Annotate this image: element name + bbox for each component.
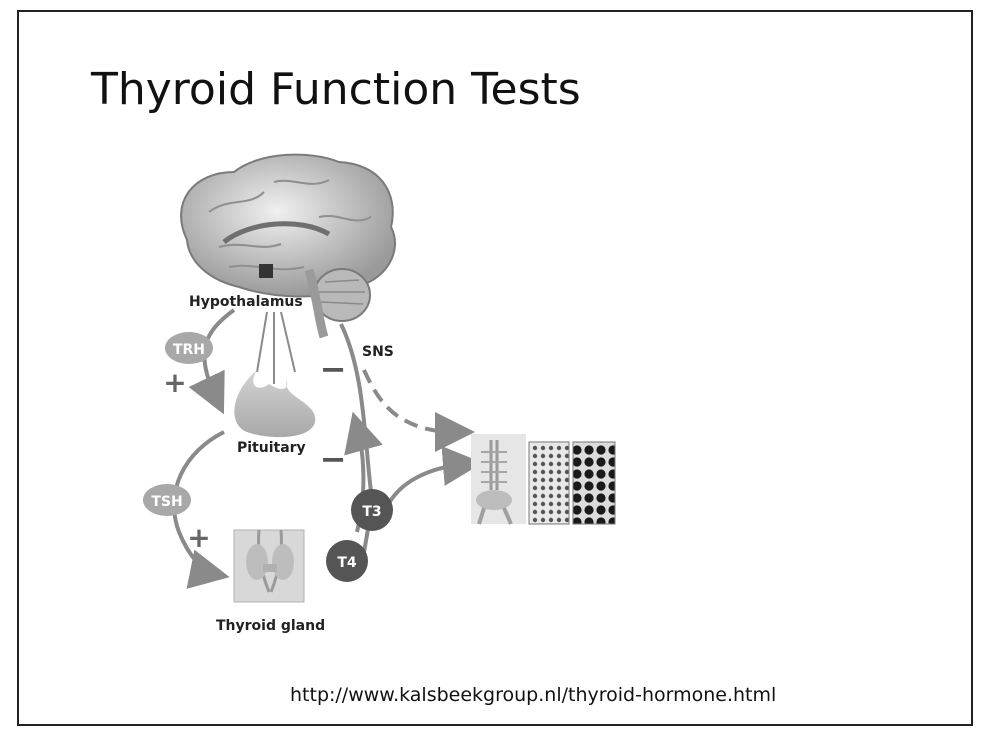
t3-to-hypothalamus-feedback-line [339,323,373,493]
tsh-arrow [172,430,230,589]
hypothalamus-pituitary-stalk [256,311,296,384]
pituitary-label: Pituitary [237,440,306,456]
trh-badge: TRH [173,342,205,358]
trh-badge-shape [165,332,213,364]
skeleton-icon [471,434,526,525]
sns-label: SNS [362,344,394,360]
pituitary-icon [234,370,316,438]
bone-tissue-icon [528,441,616,525]
tsh-badge: TSH [151,494,182,510]
thyroid-gland-icon [233,529,305,603]
thyroid-gland-label: Thyroid gland [216,618,325,634]
slide-frame: Thyroid Function Tests [17,10,973,726]
t4-badge-shape [326,540,368,582]
sns-dashed-arrow [362,369,475,452]
t3-badge: T3 [362,504,381,520]
minus-sign-upper: − [320,350,347,388]
page-title: Thyroid Function Tests [91,64,581,115]
hypothalamus-label: Hypothalamus [189,294,303,310]
t4-badge: T4 [337,555,357,571]
source-url[interactable]: http://www.kalsbeekgroup.nl/thyroid-horm… [290,684,777,706]
tsh-plus-sign: + [187,521,210,554]
minus-sign-lower: − [320,440,347,478]
trh-plus-sign: + [163,366,186,399]
t3-to-bone-arrow [385,445,483,508]
brain-icon [180,153,397,339]
hpt-axis-diagram: Hypothalamus TRH + Pituitary TSH + Thyro… [143,153,616,634]
tsh-badge-shape [143,484,191,516]
t3-badge-shape [351,489,393,531]
